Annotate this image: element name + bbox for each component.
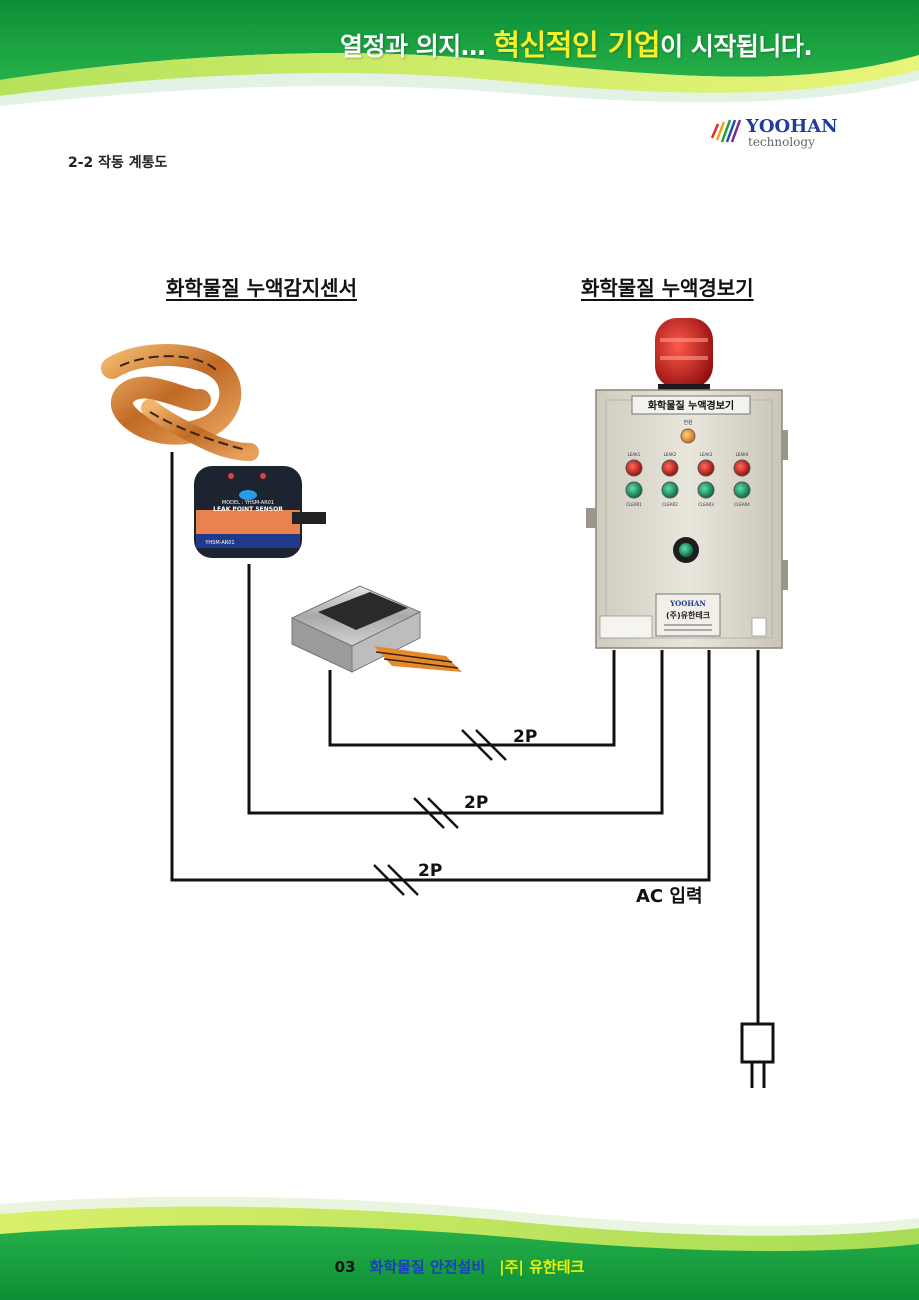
logo-tagline: technology [748, 135, 815, 149]
svg-text:CLEAR1: CLEAR1 [626, 502, 642, 507]
plate-company: (주)유한테크 [666, 610, 711, 620]
alarm-column-title: 화학물질 누액경보기 [581, 276, 754, 300]
footer-wave-banner [0, 1196, 919, 1300]
footer-category: 화학물질 안전설비 [369, 1258, 486, 1276]
slogan-suffix: 이 시작됩니다. [660, 32, 813, 61]
wire-sensor-module [328, 650, 616, 747]
leak-lamp-icon [661, 459, 679, 477]
clear-lamp-icon [661, 481, 679, 499]
sensor-name-text: LEAK POINT SENSOR [213, 506, 283, 513]
logo-brand: YOOHAN [745, 116, 838, 137]
clear-lamp-icon [697, 481, 715, 499]
svg-text:LEAK3: LEAK3 [700, 452, 713, 457]
leak-channel-4: LEAK4 CLEAR4 [733, 452, 751, 507]
footer-company: |주| 유한테크 [499, 1258, 585, 1276]
svg-text:CLEAR4: CLEAR4 [734, 502, 750, 507]
leak-lamp-icon [625, 459, 643, 477]
two-wire-marks [373, 729, 507, 896]
power-label: 전원 [683, 419, 693, 426]
wire-label-1: 2P [513, 727, 537, 747]
panel-title-text: 화학물질 누액경보기 [648, 399, 734, 412]
leak-point-sensor-device: MODEL : YHSM-AR01 LEAK POINT SENSOR YHSM… [194, 466, 326, 558]
svg-text:CLEAR3: CLEAR3 [698, 502, 714, 507]
leak-lamp-icon [697, 459, 715, 477]
sensor-label-text: YHSM-AR01 [204, 540, 234, 546]
header-slogan: 열정과 의지… 혁신적인 기업이 시작됩니다. [340, 22, 813, 64]
svg-text:LEAK1: LEAK1 [628, 452, 641, 457]
panel-hinge [586, 508, 596, 528]
svg-text:CLEAR2: CLEAR2 [662, 502, 678, 507]
slogan-prefix: 열정과 의지… [340, 32, 494, 61]
wire-sensor-tape [170, 452, 711, 882]
section-title: 2-2 작동 계통도 [68, 155, 168, 171]
leak-channel-2: LEAK2 CLEAR2 [661, 452, 679, 507]
svg-text:LEAK2: LEAK2 [664, 452, 677, 457]
leak-channel-3: LEAK3 CLEAR3 [697, 452, 715, 507]
footer-text: 03 화학물질 안전설비 |주| 유한테크 [0, 1256, 919, 1277]
power-lamp-icon [680, 428, 696, 444]
leak-lamp-icon [733, 459, 751, 477]
wire-label-2: 2P [464, 793, 488, 813]
qr-code-icon [751, 617, 767, 637]
spec-label [599, 615, 653, 639]
clear-lamp-icon [625, 481, 643, 499]
plate-brand: YOOHAN [669, 599, 706, 608]
sensor-tape-roll [101, 344, 259, 461]
clear-lamp-icon [733, 481, 751, 499]
panel-latch [782, 430, 788, 460]
warning-beacon-icon [655, 318, 713, 392]
company-logo: YOOHAN technology [710, 116, 838, 149]
page-number: 03 [334, 1258, 356, 1276]
sensor-model-text: MODEL : YHSM-AR01 [222, 500, 274, 506]
reset-switch-icon [673, 537, 699, 563]
slogan-highlight: 혁신적인 기업 [493, 28, 661, 62]
wiring-lines [170, 452, 760, 1026]
wire-leak-point-sensor [247, 564, 664, 815]
leak-alarm-panel: 화학물질 누액경보기 전원 LEAK1 CLEAR1 LEAK2 CLEAR2 … [586, 389, 788, 649]
sensor-column-title: 화학물질 누액감지센서 [166, 276, 357, 300]
ac-input-label: AC 입력 [636, 885, 703, 907]
logo-stripes-icon [710, 119, 742, 143]
leak-channel-1: LEAK1 CLEAR1 [625, 452, 643, 507]
svg-text:LEAK4: LEAK4 [736, 452, 749, 457]
power-plug-icon [740, 1022, 775, 1088]
panel-latch [782, 560, 788, 590]
steel-sensor-module [290, 585, 462, 673]
header-wave-banner [0, 0, 919, 106]
wire-label-3: 2P [418, 861, 442, 881]
